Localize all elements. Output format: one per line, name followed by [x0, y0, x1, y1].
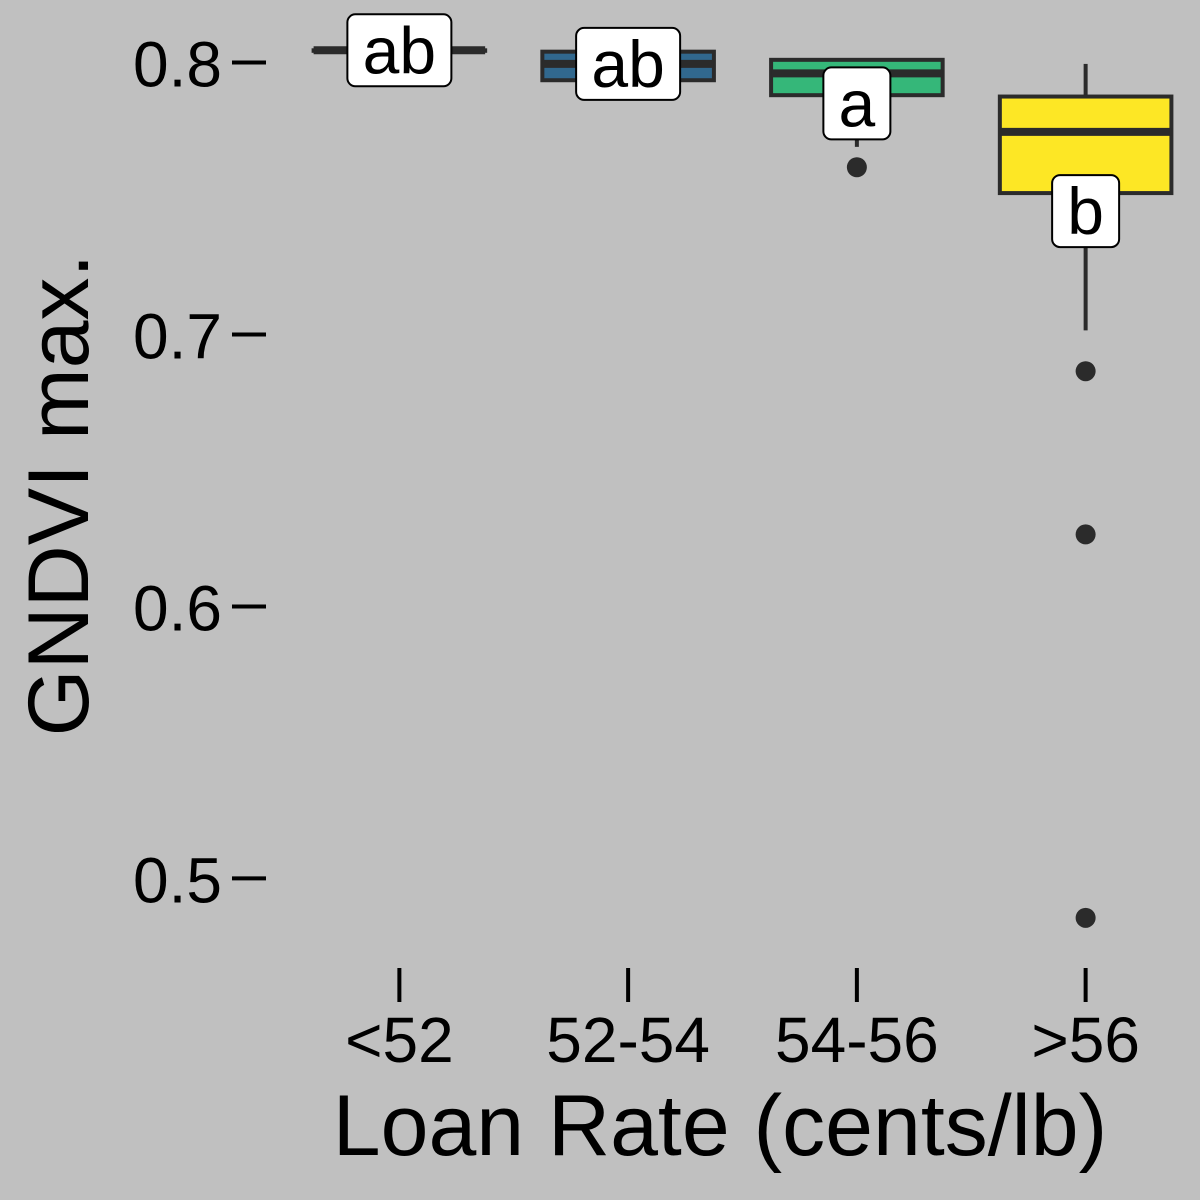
x-axis-title: Loan Rate (cents/lb): [333, 1078, 1107, 1174]
x-axis: <52 52-54 54-56 >56: [345, 968, 1140, 1076]
x-tick-label: 52-54: [546, 1004, 710, 1076]
x-tick-label: 54-56: [775, 1004, 939, 1076]
letter-label-text: ab: [591, 27, 664, 101]
outlier-point: [1075, 361, 1096, 382]
y-axis: 0.5 0.6 0.7 0.8: [133, 29, 266, 916]
outlier-point: [1075, 524, 1096, 545]
letter-label: ab: [575, 26, 682, 101]
y-axis-title: GNDVI max.: [11, 254, 107, 737]
letter-label-box: [346, 13, 453, 88]
outlier-point: [1075, 907, 1096, 928]
outlier-point: [846, 157, 867, 178]
y-tick-label: 0.8: [133, 29, 222, 101]
x-tick-label: >56: [1031, 1004, 1140, 1076]
letter-label: a: [822, 66, 892, 141]
y-tick-label: 0.5: [133, 844, 222, 916]
letter-label-text: a: [839, 66, 876, 140]
letter-label-text: b: [1067, 174, 1104, 248]
letter-label-box: [822, 66, 892, 141]
letter-label-box: [1051, 174, 1121, 249]
letter-label-box: [575, 26, 682, 101]
letter-label-text: ab: [363, 13, 436, 87]
y-tick-label: 0.6: [133, 572, 222, 644]
x-tick-label: <52: [345, 1004, 454, 1076]
y-tick-label: 0.7: [133, 301, 222, 373]
letter-label: ab: [346, 13, 453, 88]
letter-label: b: [1051, 174, 1121, 249]
